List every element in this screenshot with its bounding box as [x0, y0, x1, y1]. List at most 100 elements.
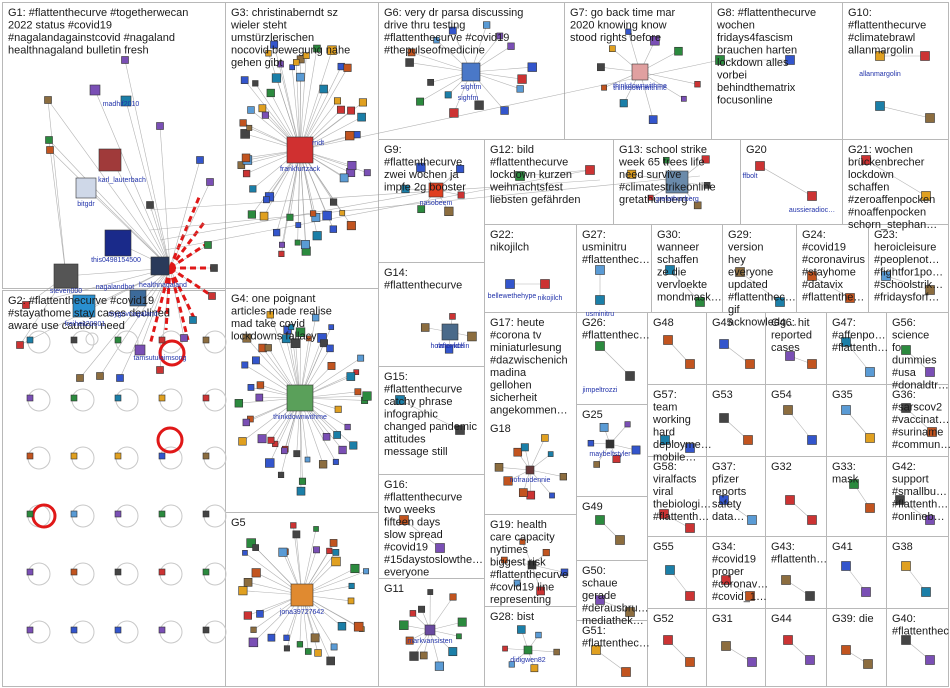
account-node[interactable] [114, 626, 122, 634]
account-node[interactable] [322, 432, 331, 441]
account-node[interactable] [346, 372, 356, 381]
account-node[interactable] [542, 548, 550, 557]
account-node[interactable] [338, 445, 347, 455]
account-node[interactable] [849, 479, 859, 489]
account-node[interactable] [314, 649, 322, 657]
account-node[interactable] [553, 648, 560, 656]
account-node[interactable] [256, 610, 264, 618]
account-node[interactable] [353, 369, 360, 375]
account-node[interactable] [26, 510, 34, 518]
account-node[interactable] [695, 297, 705, 307]
account-node[interactable] [719, 413, 729, 423]
account-node[interactable] [448, 647, 458, 657]
account-node[interactable] [927, 427, 937, 437]
account-node[interactable] [444, 91, 452, 99]
account-node[interactable] [881, 271, 891, 281]
account-node[interactable] [783, 635, 793, 645]
account-node[interactable] [234, 399, 244, 408]
account-node[interactable] [70, 336, 78, 344]
account-node[interactable] [238, 586, 248, 596]
account-node[interactable] [76, 374, 84, 382]
account-node[interactable] [647, 194, 654, 201]
account-node[interactable] [805, 591, 815, 601]
account-node[interactable] [925, 367, 935, 377]
account-node[interactable] [841, 645, 851, 655]
account-node[interactable] [663, 335, 673, 345]
account-node[interactable] [925, 655, 935, 665]
account-node[interactable] [114, 568, 122, 576]
account-node[interactable] [246, 124, 253, 131]
account-node[interactable] [329, 198, 338, 206]
account-node[interactable] [354, 388, 362, 396]
account-node[interactable] [515, 171, 525, 181]
account-node[interactable] [353, 621, 364, 632]
account-node[interactable] [660, 435, 670, 445]
account-node[interactable] [256, 381, 265, 389]
account-node[interactable] [286, 213, 294, 221]
account-node[interactable] [456, 633, 462, 640]
account-node[interactable] [158, 510, 166, 518]
account-node[interactable] [530, 664, 539, 673]
account-node[interactable] [44, 96, 52, 104]
account-node[interactable] [70, 510, 78, 518]
account-node[interactable] [312, 231, 322, 241]
account-node[interactable] [519, 538, 526, 545]
account-node[interactable] [202, 452, 210, 460]
account-node[interactable] [540, 279, 550, 289]
account-node[interactable] [703, 182, 711, 189]
account-node[interactable] [312, 314, 320, 322]
account-node[interactable] [250, 626, 257, 633]
account-node[interactable] [267, 633, 276, 642]
account-node[interactable] [272, 440, 279, 448]
account-node[interactable] [449, 313, 456, 320]
account-node[interactable] [901, 561, 911, 571]
account-node[interactable] [775, 297, 785, 307]
account-node[interactable] [348, 582, 355, 589]
account-node[interactable] [427, 78, 435, 86]
account-node[interactable] [258, 104, 267, 113]
account-node[interactable] [243, 611, 252, 620]
account-node[interactable] [807, 191, 817, 201]
account-node[interactable] [591, 645, 601, 655]
account-node[interactable] [595, 595, 605, 605]
account-node[interactable] [648, 115, 658, 124]
account-node[interactable] [281, 334, 291, 344]
account-node[interactable] [252, 544, 259, 551]
account-node[interactable] [420, 323, 430, 332]
account-node[interactable] [293, 450, 301, 458]
account-node[interactable] [298, 477, 307, 485]
account-node[interactable] [300, 240, 310, 250]
account-node[interactable] [277, 60, 284, 68]
account-node[interactable] [202, 394, 210, 402]
account-node[interactable] [783, 405, 793, 415]
account-node[interactable] [304, 648, 312, 655]
account-node[interactable] [272, 228, 281, 237]
account-node[interactable] [242, 169, 251, 178]
account-node[interactable] [332, 458, 339, 465]
account-node[interactable] [202, 626, 210, 634]
account-node[interactable] [419, 651, 428, 660]
account-node[interactable] [663, 635, 673, 645]
account-node[interactable] [257, 434, 267, 444]
account-node[interactable] [535, 631, 542, 639]
account-node[interactable] [326, 344, 334, 353]
account-node[interactable] [306, 335, 312, 342]
account-node[interactable] [331, 556, 341, 567]
account-node[interactable] [665, 565, 675, 575]
account-node[interactable] [252, 80, 259, 87]
account-node[interactable] [313, 44, 321, 53]
account-node[interactable] [202, 568, 210, 576]
account-node[interactable] [156, 366, 164, 374]
account-node[interactable] [334, 405, 342, 413]
account-node[interactable] [288, 324, 295, 331]
account-node[interactable] [265, 458, 275, 468]
account-node[interactable] [925, 285, 935, 295]
account-node[interactable] [785, 351, 795, 361]
account-node[interactable] [781, 575, 791, 585]
account-node[interactable] [921, 587, 931, 597]
account-node[interactable] [96, 372, 104, 380]
account-node[interactable] [271, 73, 282, 83]
account-node[interactable] [46, 146, 54, 154]
account-node[interactable] [865, 433, 875, 443]
account-node[interactable] [336, 105, 345, 114]
